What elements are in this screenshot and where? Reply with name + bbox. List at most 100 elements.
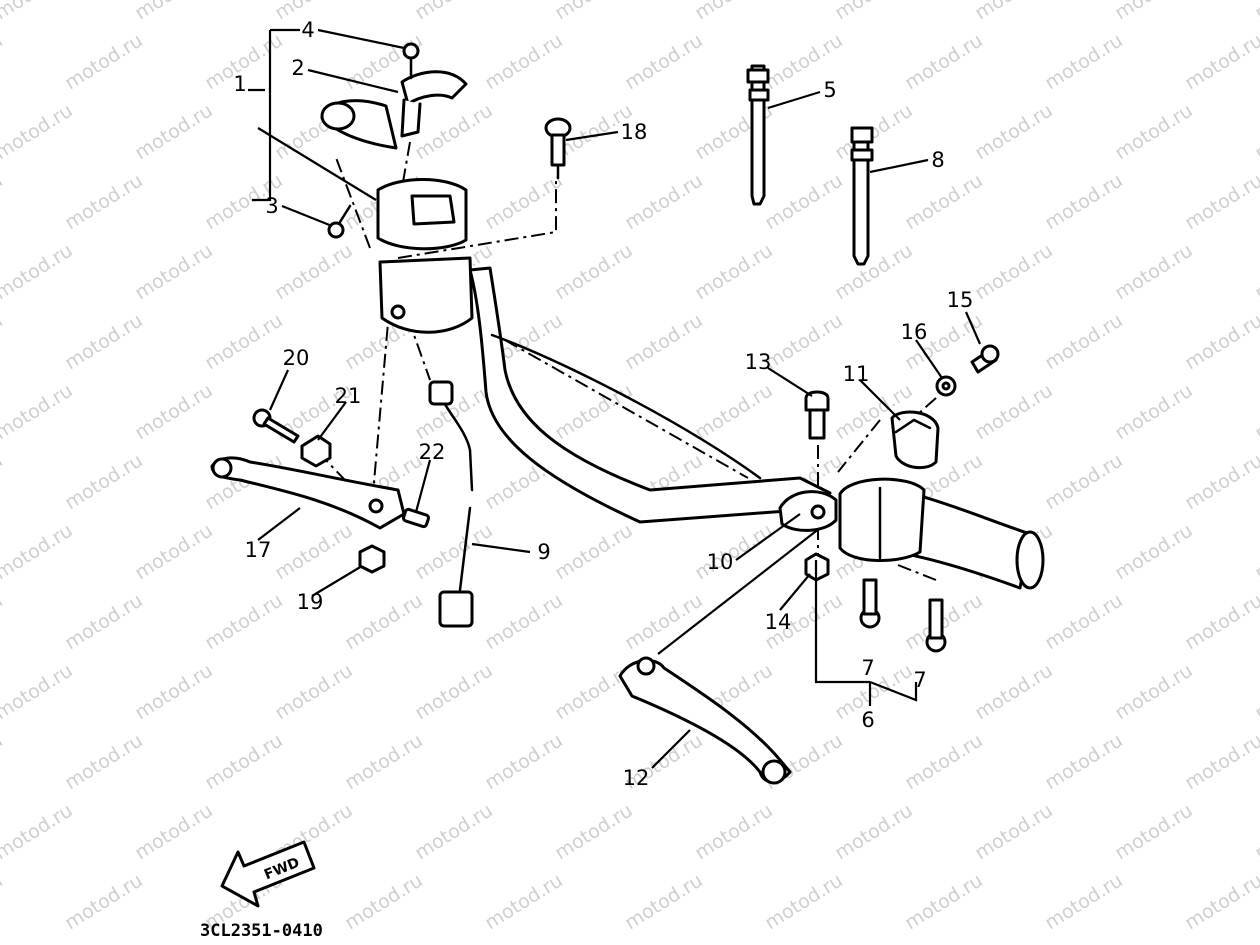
watermark-text: motod.ru xyxy=(1181,29,1260,94)
watermark-text: motod.ru xyxy=(131,99,217,164)
callout-6: 6 xyxy=(861,708,874,732)
callout-10: 10 xyxy=(707,550,734,574)
watermark-text: motod.ru xyxy=(131,659,217,724)
watermark-text: motod.ru xyxy=(1111,799,1197,864)
watermark-text: motod.ru xyxy=(831,99,917,164)
watermark-text: motod.ru xyxy=(551,239,637,304)
watermark-text: motod.ru xyxy=(411,799,497,864)
watermark-text: motod.ru xyxy=(1111,239,1197,304)
watermark-text: motod.ru xyxy=(831,239,917,304)
watermark-text: motod.ru xyxy=(621,589,707,654)
callout-9: 9 xyxy=(537,540,550,564)
callout-15: 15 xyxy=(947,288,974,312)
watermark-text: motod.ru xyxy=(0,799,77,864)
watermark-text: motod.ru xyxy=(61,29,147,94)
watermark-text: motod.ru xyxy=(131,379,217,444)
watermark-text: motod.ru xyxy=(1181,729,1260,794)
part-22-screw xyxy=(402,507,430,529)
watermark-text: motod.ru xyxy=(831,0,917,24)
watermark-text: motod.ru xyxy=(411,379,497,444)
watermark-text: motod.ru xyxy=(971,239,1057,304)
watermark-text: motod.ru xyxy=(341,729,427,794)
callout-7b: 7 xyxy=(913,668,926,692)
callout-4: 4 xyxy=(301,18,314,42)
watermark-text: motod.ru xyxy=(131,519,217,584)
watermark-text: motod.ru xyxy=(271,659,357,724)
watermark-text: motod.ru xyxy=(551,0,637,24)
watermark-text: motod.ru xyxy=(131,0,217,24)
callout-11: 11 xyxy=(843,362,870,386)
watermark-text: motod.ru xyxy=(61,309,147,374)
part-19-nut xyxy=(358,544,386,574)
watermark-text: motod.ru xyxy=(0,589,7,654)
callout-17: 17 xyxy=(245,538,272,562)
part-21-collar xyxy=(300,434,332,468)
watermark-text: motod.ru xyxy=(971,379,1057,444)
watermark-text: motod.ru xyxy=(61,449,147,514)
watermark-text: motod.ru xyxy=(481,869,567,934)
watermark-text: motod.ru xyxy=(1041,729,1127,794)
watermark-text: motod.ru xyxy=(621,869,707,934)
watermark-text: motod.ru xyxy=(0,659,77,724)
watermark-text: motod.ru xyxy=(971,99,1057,164)
watermark-text: motod.ru xyxy=(691,0,777,24)
callout-3: 3 xyxy=(265,194,278,218)
watermark-text: motod.ru xyxy=(131,239,217,304)
watermark-text: motod.ru xyxy=(1111,99,1197,164)
watermark-text: motod.ru xyxy=(1111,379,1197,444)
part-5-cable-band xyxy=(746,64,770,206)
watermark-text: motod.ru xyxy=(0,0,77,24)
part-15-screw xyxy=(970,344,1000,374)
watermark-text: motod.ru xyxy=(341,589,427,654)
part-3-screw xyxy=(327,204,352,239)
watermark-text: motod.ru xyxy=(1041,449,1127,514)
watermark-text: motod.ru xyxy=(0,729,7,794)
watermark-text: motod.ru xyxy=(971,659,1057,724)
watermark-text: motod.ru xyxy=(901,729,987,794)
watermark-text: motod.ru xyxy=(201,309,287,374)
watermark-text: motod.ru xyxy=(621,29,707,94)
callout-12: 12 xyxy=(623,766,650,790)
watermark-text: motod.ru xyxy=(201,589,287,654)
watermark-text: motod.ru xyxy=(271,239,357,304)
left-switch-assembly xyxy=(320,99,474,334)
part-10-lever-holder xyxy=(778,490,838,532)
watermark-text: motod.ru xyxy=(0,29,7,94)
callout-19: 19 xyxy=(297,590,324,614)
watermark-text: motod.ru xyxy=(901,29,987,94)
watermark-text: motod.ru xyxy=(0,99,77,164)
watermark-text: motod.ru xyxy=(61,169,147,234)
watermark-text: motod.ru xyxy=(1251,0,1260,24)
watermark-text: motod.ru xyxy=(971,0,1057,24)
callout-14: 14 xyxy=(765,610,792,634)
watermark-text: motod.ru xyxy=(61,589,147,654)
part-8-cable-band xyxy=(850,126,874,266)
watermark-text: motod.ru xyxy=(1111,659,1197,724)
watermark-text: motod.ru xyxy=(901,869,987,934)
part-12-brake-lever xyxy=(618,656,792,785)
callout-5: 5 xyxy=(823,78,836,102)
callout-13: 13 xyxy=(745,350,772,374)
watermark-text: motod.ru xyxy=(1181,169,1260,234)
watermark-text: motod.ru xyxy=(1041,309,1127,374)
part-4-screw xyxy=(402,42,420,80)
watermark-text: motod.ru xyxy=(341,869,427,934)
watermark-text: motod.ru xyxy=(481,169,567,234)
watermark-text: motod.ru xyxy=(691,379,777,444)
callout-20: 20 xyxy=(283,346,310,370)
watermark-text: motod.ru xyxy=(1041,29,1127,94)
watermark-text: motod.ru xyxy=(0,169,7,234)
watermark-text: motod.ru xyxy=(971,799,1057,864)
watermark-text: motod.ru xyxy=(1251,379,1260,444)
watermark-text: motod.ru xyxy=(0,239,77,304)
callout-labels: 1 2 3 4 5 6 7 7 8 9 10 11 12 13 14 15 16… xyxy=(233,18,973,790)
watermark-text: motod.ru xyxy=(621,169,707,234)
part-7-screw-b xyxy=(925,598,947,653)
watermark-text: motod.ru xyxy=(0,449,7,514)
watermark-text: motod.ru xyxy=(761,869,847,934)
watermark-text: motod.ru xyxy=(1111,0,1197,24)
callout-16: 16 xyxy=(901,320,928,344)
watermark-text: motod.ru xyxy=(0,309,7,374)
watermark-text: motod.ru xyxy=(691,239,777,304)
